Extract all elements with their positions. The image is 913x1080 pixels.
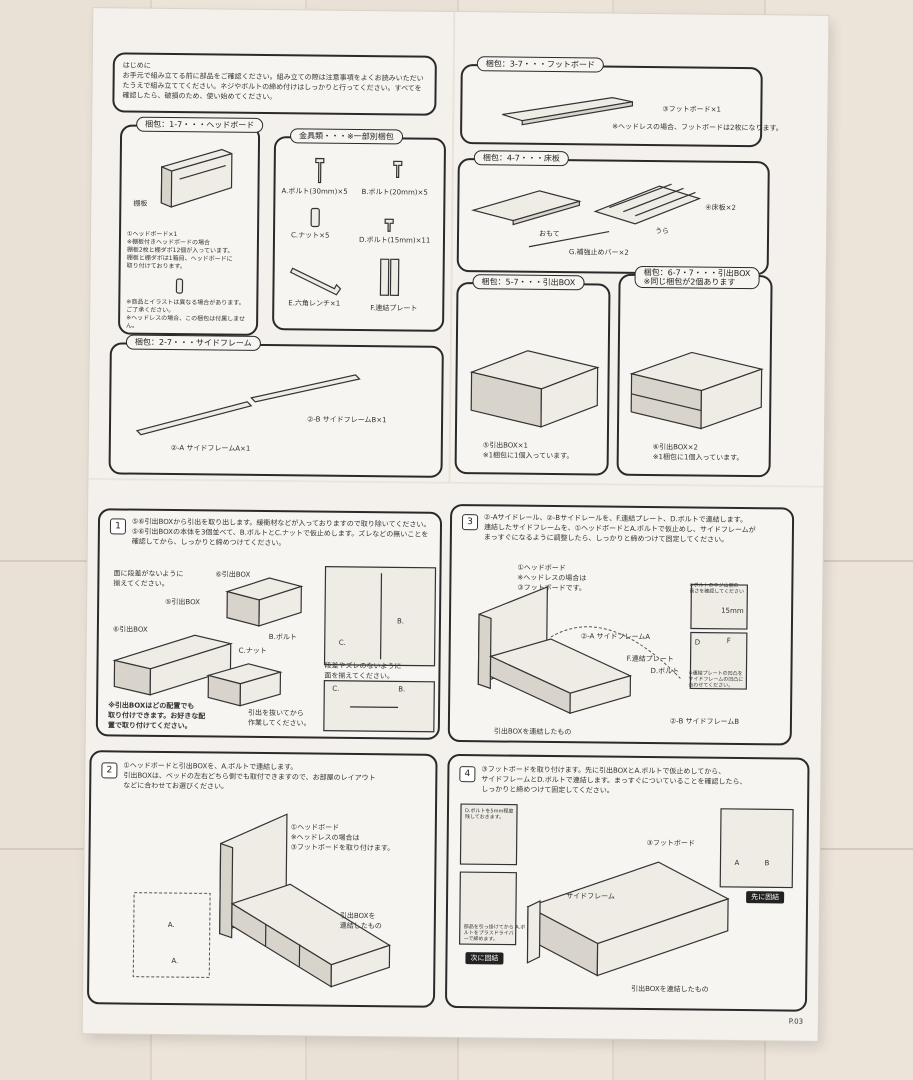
- step-2-illustration: [132, 813, 392, 988]
- step-4-next-badge: 次に固結: [465, 952, 504, 965]
- step-2-box: 引出BOXを 連結したもの: [339, 911, 382, 931]
- step-1-b: B.: [396, 617, 405, 626]
- hardware-item: F.連結プレート: [370, 304, 418, 313]
- drawer1-illustration: [469, 350, 600, 428]
- drawer1-note: ※1梱包に1個入っています。: [482, 451, 574, 461]
- step-4-first-badge: 先に固結: [746, 891, 785, 904]
- instruction-sheet: はじめに お手元で組み立てる前に部品をご確認ください。組み立ての際は注意事項をよ…: [82, 8, 829, 1041]
- step-4: 4 ③フットボードを取り付けます。先に引出BOXとA.ボルトで仮止めしてから、 …: [444, 753, 810, 1012]
- step-3-inset-note2: ※連結プレートの凹凸を サイドフレームの凹凸に 合わせてください。: [688, 670, 744, 689]
- step-2: 2 ①ヘッドボードと引出BOXを、A.ボルトで連結します。 引出BOXは、ベッド…: [86, 750, 438, 1008]
- intro-box: はじめに お手元で組み立てる前に部品をご確認ください。組み立ての際は注意事項をよ…: [112, 52, 437, 116]
- step-3-frame-b: ②-B サイドフレームB: [669, 717, 740, 726]
- pack-sideframe: 梱包：2-7・・・サイドフレーム ②-A サイドフレームA×1 ②-B サイドフ…: [108, 334, 444, 478]
- hardware-item: D.ボルト(15mm)×11: [358, 235, 431, 245]
- drawer1-part: ⑤引出BOX×1: [482, 441, 529, 450]
- drawer2-illustration: [629, 351, 764, 430]
- step-1-tight-note: 引出を抜いてから 作業してください。: [247, 708, 311, 728]
- step-4-box: 引出BOXを連結したもの: [631, 984, 709, 994]
- step-1-b2: B.: [398, 685, 406, 694]
- step-2-a2: A.: [171, 957, 179, 966]
- slats-illustration: [471, 183, 702, 248]
- step-3-f: F: [726, 636, 731, 645]
- pack-hardware: 金具類・・・※一部別梱包 A.ボルト(30mm)×5 B.ボルト(20mm)×5…: [272, 128, 447, 332]
- hardware-item: A.ボルト(30mm)×5: [281, 187, 348, 196]
- headboard-illustration: [160, 148, 233, 208]
- hardware-item: E.六角レンチ×1: [288, 299, 341, 308]
- footboard-illustration: [502, 97, 634, 126]
- step-1-illustration: [112, 566, 437, 733]
- step-2-a1: A.: [167, 921, 175, 930]
- step-1-c2: C.: [332, 684, 340, 693]
- drawer2-note: ※1梱包に1個入っています。: [652, 453, 744, 463]
- pack-footboard-part: ③フットボード×1: [662, 105, 722, 114]
- pack-footboard: 梱包：3-7・・・フットボード ③フットボード×1 ※ヘッドレスの場合、フットボ…: [459, 56, 783, 148]
- step-3-d: D: [694, 638, 701, 647]
- step-4-b: B: [764, 859, 770, 868]
- step-4-inset1: D.ボルトを5mm程度 残しておきます。: [464, 808, 514, 821]
- pack-headboard-desc: ①ヘッドボード×1 ※棚板付きヘッドボードの場合 棚板2枚と棚ダボ12個が入って…: [126, 230, 234, 271]
- step-3-illustration: [477, 583, 748, 715]
- step-4-inset2: 部品を引っ掛けてから A.ボ ルトをプラスドライバ ーで締めます。: [463, 924, 526, 943]
- drawer2-part: ⑥引出BOX×2: [652, 443, 699, 452]
- step-3: 3 ②-Aサイドレール、②-Bサイドレールを、F.連結プレート、D.ボルトで連結…: [447, 503, 795, 746]
- pack-drawer1: 梱包：5-7・・・引出BOX ⑤引出BOX×1 ※1梱包に1個入っています。: [454, 274, 611, 476]
- slats-back: うら: [655, 227, 670, 236]
- step-3-inset-note: ※ボルトのネジ山側の 長さを確認してください: [689, 582, 745, 596]
- slats-part: ④床板×2: [705, 203, 736, 212]
- pack-footboard-note: ※ヘッドレスの場合、フットボードは2枚になります。: [612, 122, 783, 133]
- paper-fold: [88, 478, 824, 489]
- step-1: 1 ⑤⑥引出BOXから引出を取り出します。緩衝材などが入っておりますので取り除い…: [95, 508, 443, 740]
- step-3-mm: 15mm: [721, 606, 744, 616]
- sideframe-a: ②-A サイドフレームA×1: [170, 444, 251, 453]
- step-3-box: 引出BOXを連結したもの: [493, 727, 572, 737]
- step-3-frame-a: ②-A サイドフレームA: [580, 632, 651, 642]
- hardware-item: C.ナット×5: [290, 231, 330, 240]
- step-3-plate: F.連結プレート: [626, 654, 674, 664]
- hardware-item: B.ボルト(20mm)×5: [361, 187, 428, 197]
- step-4-foot: ③フットボード: [646, 839, 695, 848]
- pack-drawer2: 梱包：6-7・7・・・引出BOX ※同じ梱包が2個あります ⑥引出BOX×2 ※…: [616, 265, 773, 478]
- pack-slats: 梱包：4-7・・・床板 おもて うら ④床板×2 G.補強止めバー×2: [456, 150, 770, 276]
- hardware-illustration: [289, 157, 403, 296]
- step-3-d-bolt: D.ボルト: [650, 667, 680, 676]
- sideframe-b: ②-B サイドフレームB×1: [307, 415, 387, 425]
- step-4-side: サイドフレーム: [566, 892, 615, 901]
- step-4-illustration: [459, 803, 794, 977]
- intro-text: はじめに お手元で組み立てる前に部品をご確認ください。組み立ての際は注意事項をよ…: [122, 61, 424, 102]
- pack-headboard-label: 棚板: [133, 199, 148, 208]
- step-1-c: C.: [338, 638, 346, 647]
- pack-headboard-note: ※商品とイラストは異なる場合があります。 ご了承ください。 ※ヘッドレスの場合、…: [126, 298, 246, 330]
- slats-bar: G.補強止めバー×2: [568, 248, 629, 257]
- pack-headboard: 梱包：1-7・・・ヘッドボード 棚板 ①ヘッドボード×1 ※棚板付きヘッドボード…: [117, 116, 264, 336]
- dowel-illustration: [175, 278, 184, 294]
- slats-front: おもて: [539, 229, 560, 239]
- step-1-bottom-note: ※引出BOXはどの配置でも 取り付けできます。お好きな配 置で取り付けてください…: [107, 701, 206, 731]
- page-number: P.03: [788, 1017, 804, 1026]
- step-4-a: A: [734, 858, 740, 867]
- step-1-gap-note: 段差やズレのないように 面を揃えてください。: [324, 661, 402, 681]
- sideframe-illustration: [135, 374, 361, 436]
